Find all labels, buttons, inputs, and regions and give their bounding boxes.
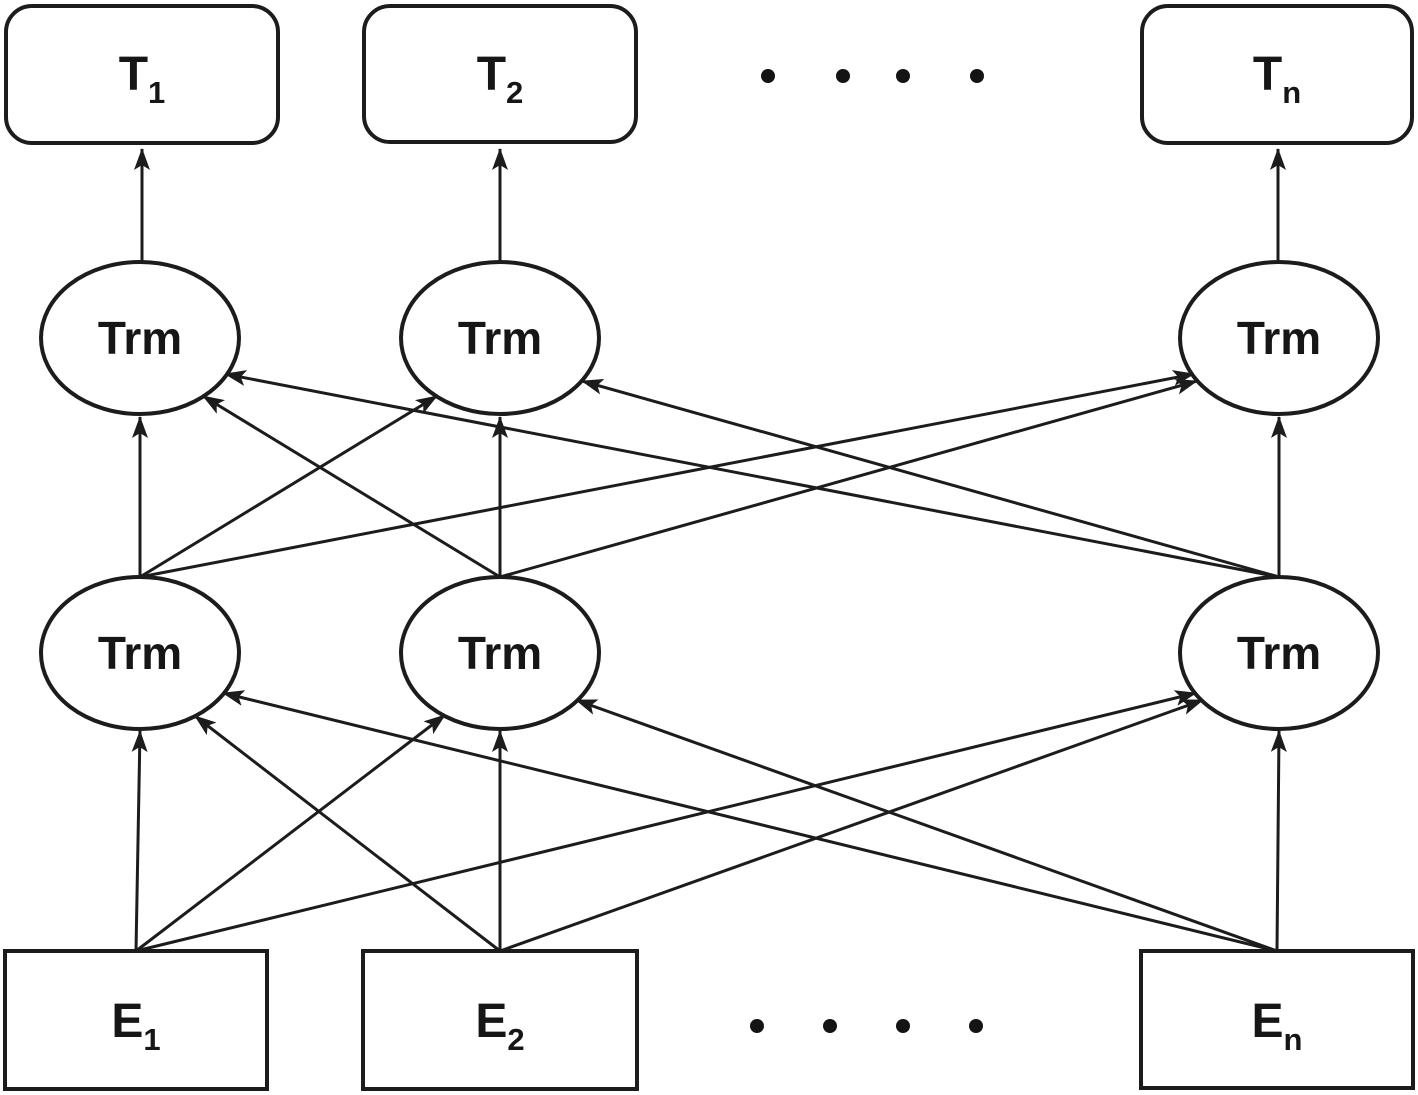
transformer-label: Trm — [458, 312, 542, 364]
ellipsis-bottom — [750, 1019, 983, 1033]
upper-transformer-layer: Trm Trm Trm — [39, 260, 1380, 416]
ellipsis-dot — [823, 1019, 837, 1033]
arrow-e1-to-trm-ln — [135, 690, 1197, 953]
ellipsis-dot — [896, 69, 910, 83]
ellipsis-top — [761, 69, 984, 83]
arrow-trm-l1-to-trm-u2 — [139, 394, 438, 579]
output-label-t2: T2 — [477, 48, 524, 110]
arrow-trm-ln-to-trm-u2 — [581, 378, 1280, 579]
input-label-en: En — [1252, 995, 1303, 1057]
arrow-e1-to-trm-l2 — [135, 713, 446, 953]
transformer-node-upper-2 — [399, 260, 601, 416]
input-box-en — [1139, 949, 1415, 1090]
transformer-node-upper-1 — [39, 260, 241, 416]
arrow-trm-l1-to-trm-un — [139, 370, 1195, 579]
input-label-e2: E2 — [475, 995, 524, 1057]
transformer-label: Trm — [458, 627, 542, 679]
input-label-e1: E1 — [111, 995, 160, 1057]
input-box-e2 — [361, 949, 639, 1091]
transformer-label: Trm — [1237, 312, 1321, 364]
output-label-tn: Tn — [1253, 48, 1301, 110]
arrow-en-to-trm-l2 — [575, 698, 1278, 953]
output-layer: T1 T2 Tn — [4, 4, 1414, 145]
arrow-en-to-trm-ln — [1270, 730, 1287, 952]
transformer-label: Trm — [1237, 627, 1321, 679]
arrow-trm-ln-to-trm-u1 — [224, 370, 1280, 579]
arrow-e2-to-trm-l1 — [194, 714, 501, 953]
transformer-node-upper-n — [1178, 260, 1380, 416]
transformer-node-lower-n — [1178, 575, 1380, 731]
ellipsis-dot — [969, 1019, 983, 1033]
arrow-trm-l2-to-trm-un — [499, 378, 1198, 579]
ellipsis-dot — [761, 69, 775, 83]
output-label-t1: T1 — [119, 48, 166, 110]
transformer-label: Trm — [98, 627, 182, 679]
input-layer: E1 E2 En — [3, 949, 1415, 1091]
transformer-node-lower-1 — [39, 575, 241, 731]
ellipsis-dot — [750, 1019, 764, 1033]
lower-transformer-layer: Trm Trm Trm — [39, 575, 1380, 731]
output-box-t2 — [362, 4, 638, 144]
input-box-e1 — [3, 949, 269, 1091]
ellipsis-dot — [836, 69, 850, 83]
ellipsis-dot — [896, 1019, 910, 1033]
transformer-node-lower-2 — [399, 575, 601, 731]
arrows-upper-trm-to-outputs — [134, 148, 1286, 262]
output-box-t1 — [4, 4, 280, 145]
arrows-lower-trm-to-upper-trm — [132, 370, 1287, 579]
arrow-en-to-trm-l1 — [222, 690, 1278, 953]
arrows-inputs-to-lower-trm — [131, 690, 1287, 953]
arrow-e1-to-trm-l1 — [131, 730, 148, 952]
output-box-tn — [1140, 4, 1414, 145]
arrow-e2-to-trm-ln — [499, 698, 1204, 953]
ellipsis-dot — [970, 69, 984, 83]
transformer-label: Trm — [98, 312, 182, 364]
arrow-trm-l2-to-trm-u1 — [202, 394, 501, 579]
